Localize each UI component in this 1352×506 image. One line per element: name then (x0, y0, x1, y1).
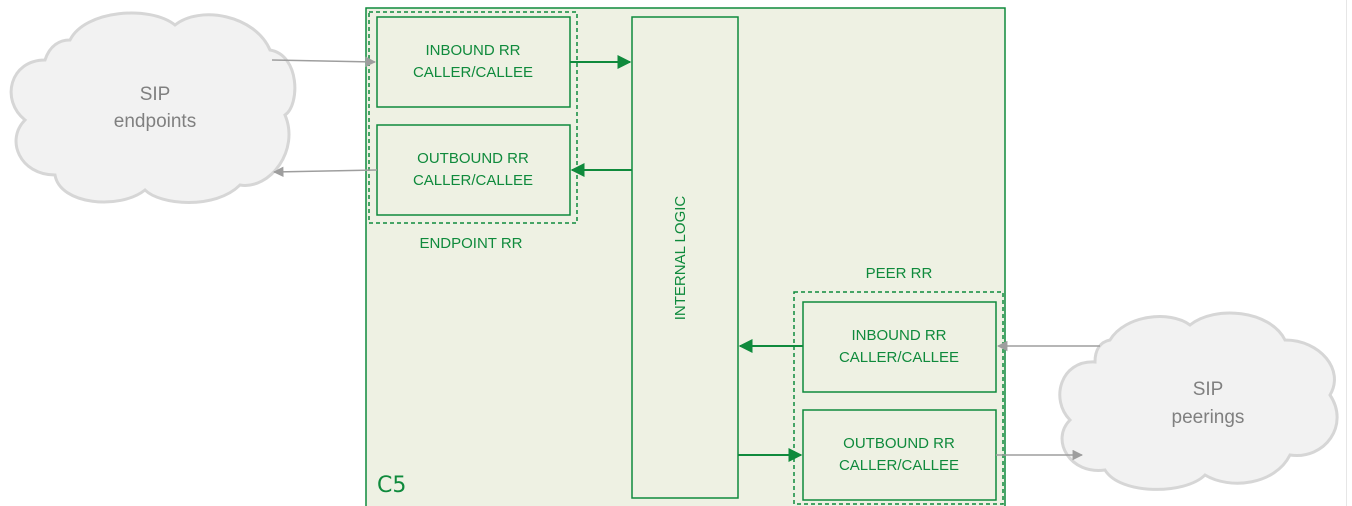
peer-inbound-line1: INBOUND RR (851, 327, 946, 344)
peer-rr-label: PEER RR (866, 265, 933, 282)
sip-endpoints-cloud: SIP endpoints (9, 11, 297, 204)
endpoint-rr-label: ENDPOINT RR (419, 235, 522, 252)
endpoint-outbound-line2: CALLER/CALLEE (413, 172, 533, 189)
sip-peerings-line2: peerings (1172, 407, 1245, 428)
internal-logic-box (631, 16, 739, 499)
endpoint-inbound-line2: CALLER/CALLEE (413, 64, 533, 81)
peer-rr-dashed-box (793, 291, 1004, 505)
endpoint-outbound-rr-box (376, 124, 571, 216)
arrow-outbound-to-endpoints (272, 166, 378, 178)
peer-outbound-rr-box (802, 409, 997, 501)
sip-endpoints-line2: endpoints (114, 111, 196, 132)
endpoint-inbound-rr-box (376, 16, 571, 108)
endpoint-inbound-line1: INBOUND RR (425, 42, 520, 59)
c5-label: C5 (377, 473, 406, 498)
arrow-endpoints-to-inbound (271, 56, 377, 68)
sip-peerings-line1: SIP (1193, 379, 1224, 400)
internal-logic-label: INTERNAL LOGIC (672, 196, 689, 321)
peer-outbound-line2: CALLER/CALLEE (839, 457, 959, 474)
sip-peerings-cloud: SIP peerings (1058, 311, 1339, 491)
peer-rr-group: PEER RR INBOUND RR CALLER/CALLEE OUTBOUN… (793, 265, 1004, 505)
endpoint-rr-group: INBOUND RR CALLER/CALLEE OUTBOUND RR CAL… (368, 11, 578, 252)
sip-endpoints-line1: SIP (140, 84, 171, 105)
canvas-edge-line (1346, 0, 1347, 506)
endpoint-outbound-line1: OUTBOUND RR (417, 150, 529, 167)
peer-inbound-rr-box (802, 301, 997, 393)
internal-logic-group: INTERNAL LOGIC (631, 16, 739, 499)
peer-outbound-line1: OUTBOUND RR (843, 435, 955, 452)
peer-inbound-line2: CALLER/CALLEE (839, 349, 959, 366)
